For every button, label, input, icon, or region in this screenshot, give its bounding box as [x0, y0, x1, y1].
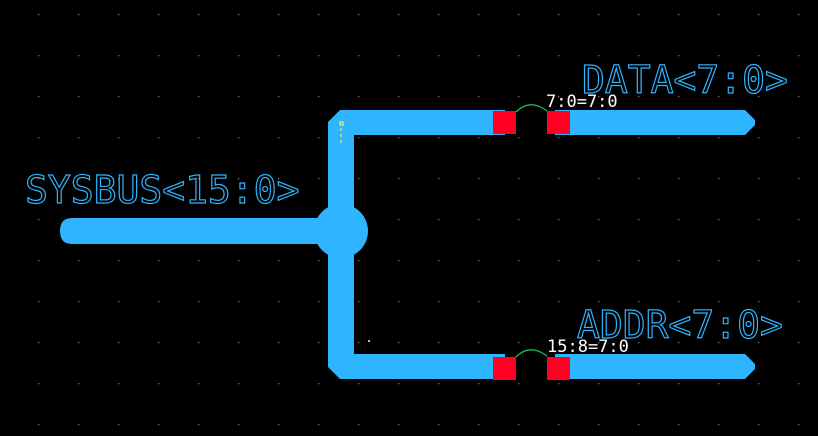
data-wire[interactable] — [555, 110, 755, 135]
addr-wire[interactable] — [555, 354, 755, 379]
addr-label[interactable]: ADDR<7:0> — [576, 302, 783, 347]
cursor-dot — [368, 340, 370, 342]
sysbus-label[interactable]: SYSBUS<15:0> — [24, 167, 300, 212]
trunk-marker-icon — [339, 121, 344, 126]
bus-trunk-wire[interactable] — [328, 110, 505, 379]
ripper-connector-data — [515, 104, 548, 113]
ripper-pin-data-right[interactable] — [547, 111, 570, 134]
ripper-pin-data-left[interactable] — [493, 111, 516, 134]
ripper-pin-addr-left[interactable] — [493, 357, 516, 380]
ripper-connector-addr — [515, 349, 548, 358]
data-ripper-map: 7:0=7:0 — [546, 92, 618, 112]
addr-ripper-map: 15:8=7:0 — [547, 337, 629, 357]
data-label[interactable]: DATA<7:0> — [581, 57, 788, 102]
ripper-pin-addr-right[interactable] — [547, 357, 570, 380]
sysbus-wire[interactable] — [60, 218, 340, 244]
